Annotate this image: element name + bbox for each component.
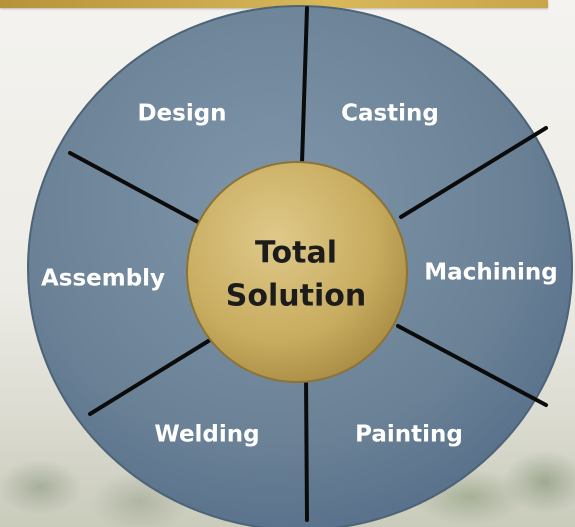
divider-machining-painting xyxy=(396,324,548,407)
segment-label-assembly: Assembly xyxy=(41,266,165,292)
segment-label-machining: Machining xyxy=(424,260,557,286)
divider-welding-assembly xyxy=(88,338,212,416)
divider-design-casting xyxy=(300,6,309,165)
divider-casting-machining xyxy=(399,126,548,219)
segment-dividers xyxy=(68,6,548,522)
hub-label-line1: Total xyxy=(255,236,337,271)
hub-label-line2: Solution xyxy=(226,279,366,314)
top-accent-rule xyxy=(0,0,548,8)
segment-label-painting: Painting xyxy=(355,422,463,448)
segment-label-casting: Casting xyxy=(341,101,439,127)
divider-assembly-design xyxy=(68,151,200,224)
segment-label-design: Design xyxy=(137,101,226,127)
segment-label-welding: Welding xyxy=(154,422,259,448)
divider-painting-welding xyxy=(304,373,309,522)
hub-circle xyxy=(186,161,408,383)
